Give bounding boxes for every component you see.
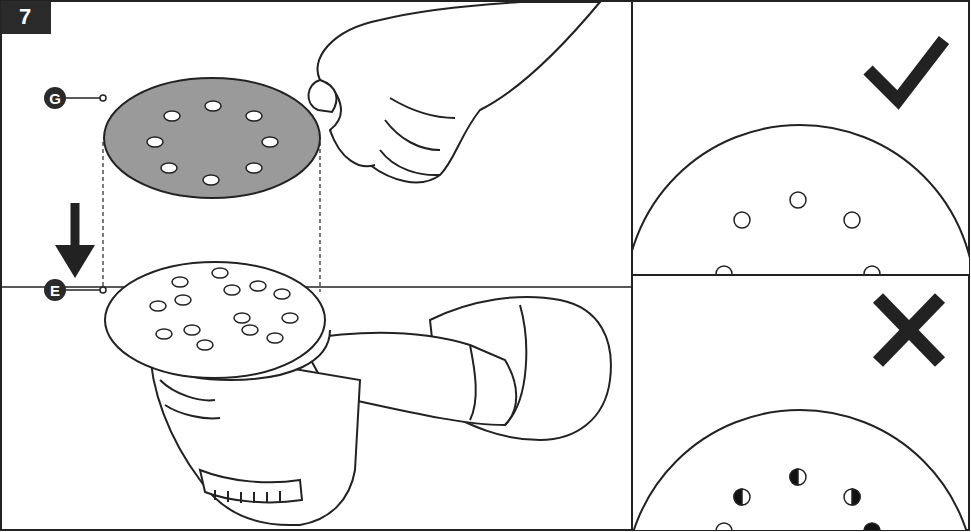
callout-letter: G	[49, 91, 61, 106]
callout-letter: E	[50, 283, 60, 298]
figure-number: 7	[19, 6, 31, 28]
